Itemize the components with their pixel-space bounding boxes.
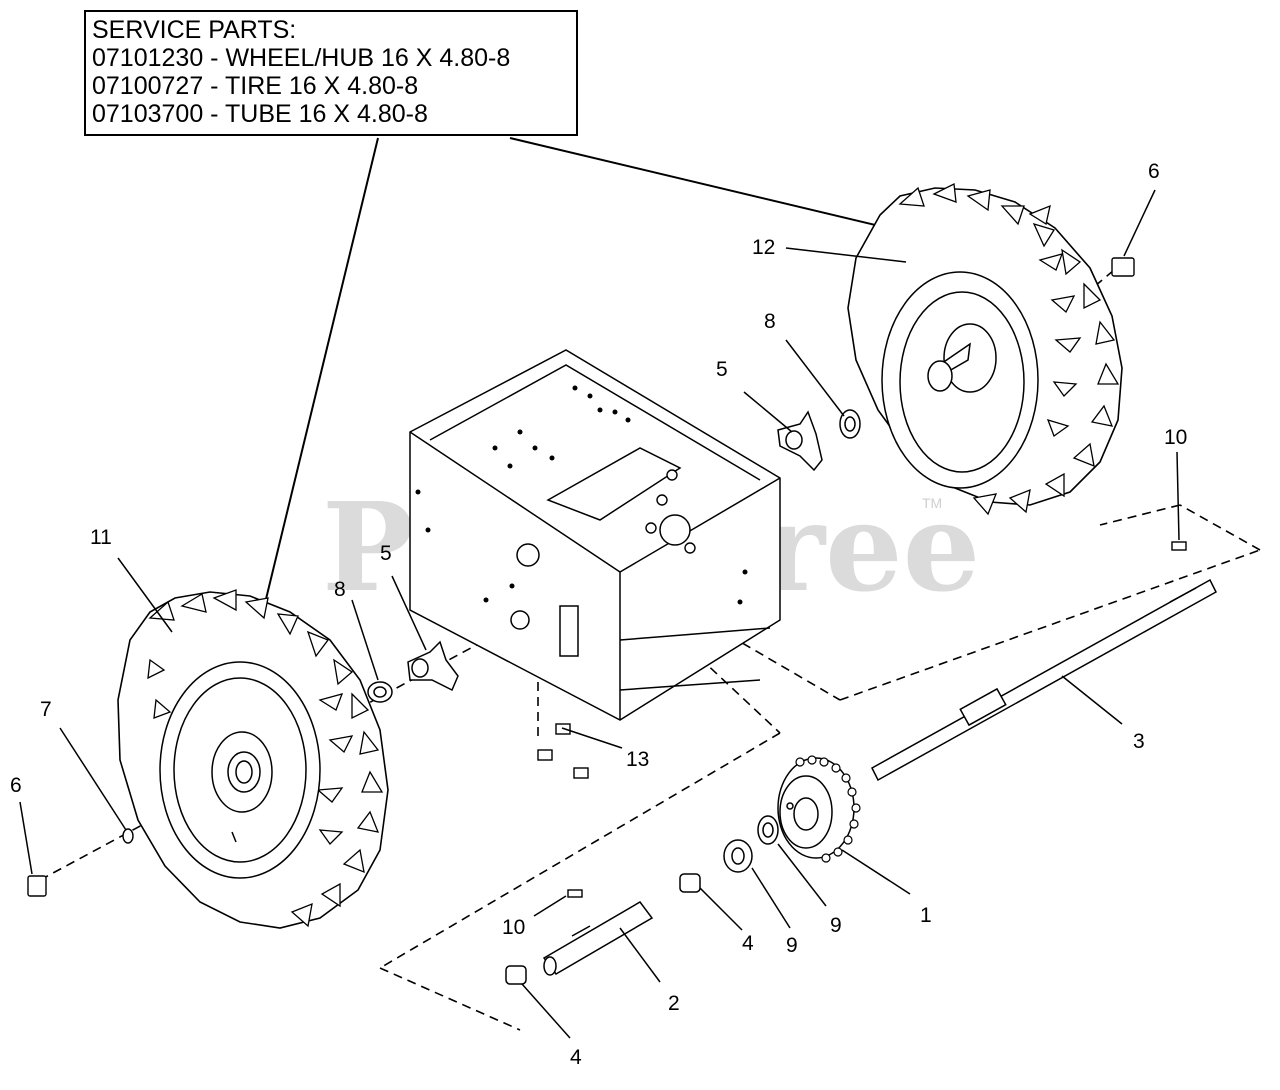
callout-10-lower: 10 xyxy=(502,916,525,939)
right-wheel xyxy=(847,183,1123,516)
callout-5-right: 5 xyxy=(716,358,728,381)
callout-6-right: 6 xyxy=(1148,160,1160,183)
callout-3: 3 xyxy=(1133,730,1145,753)
service-parts-heading: SERVICE PARTS: xyxy=(92,16,297,44)
flat-washers xyxy=(367,409,861,703)
hairpin-clips xyxy=(27,257,1135,897)
gear-teeth xyxy=(795,755,861,863)
callout-2: 2 xyxy=(668,992,680,1015)
pinion-shaft xyxy=(542,901,654,976)
watermark-trademark: TM xyxy=(922,495,942,511)
left-wheel xyxy=(117,589,389,929)
callout-4-upper: 4 xyxy=(742,932,754,955)
key-upper xyxy=(1171,541,1187,551)
callout-6-left: 6 xyxy=(10,774,22,797)
callout-8-right: 8 xyxy=(764,310,776,333)
callout-12: 12 xyxy=(752,236,775,259)
callout-numbers: 1 2 3 4 4 5 5 6 6 7 8 8 9 9 10 10 11 12 … xyxy=(10,160,1187,1069)
callout-10-upper: 10 xyxy=(1164,426,1187,449)
left-tire-tread xyxy=(147,589,384,928)
bolts xyxy=(537,723,589,779)
key-lower xyxy=(567,889,583,898)
service-parts-box: SERVICE PARTS: 07101230 - WHEEL/HUB 16 X… xyxy=(84,10,578,136)
callout-1: 1 xyxy=(920,904,932,927)
washers xyxy=(723,815,779,873)
callout-leaders xyxy=(19,189,1180,1039)
callout-5-left: 5 xyxy=(380,542,392,565)
bearing-brackets xyxy=(407,410,823,692)
callout-4-lower: 4 xyxy=(570,1046,582,1069)
service-part-tire: 07100727 - TIRE 16 X 4.80-8 xyxy=(92,72,419,100)
frame-nuts xyxy=(645,469,696,554)
service-part-wheel-hub: 07101230 - WHEEL/HUB 16 X 4.80-8 xyxy=(92,44,511,72)
gear xyxy=(777,757,855,859)
service-part-tube: 07103700 - TUBE 16 X 4.80-8 xyxy=(92,100,428,128)
axle-shaft xyxy=(871,578,1217,782)
callout-7: 7 xyxy=(40,698,52,721)
bushings xyxy=(505,873,701,985)
callout-8-left: 8 xyxy=(334,578,346,601)
frame-holes xyxy=(415,385,748,605)
callout-9-right: 9 xyxy=(830,914,842,937)
service-box-leaders xyxy=(257,137,931,633)
callout-13: 13 xyxy=(626,748,649,771)
callout-11: 11 xyxy=(90,526,112,549)
callout-9-left: 9 xyxy=(786,934,798,957)
frame xyxy=(409,349,781,721)
right-tire-tread xyxy=(898,183,1120,516)
